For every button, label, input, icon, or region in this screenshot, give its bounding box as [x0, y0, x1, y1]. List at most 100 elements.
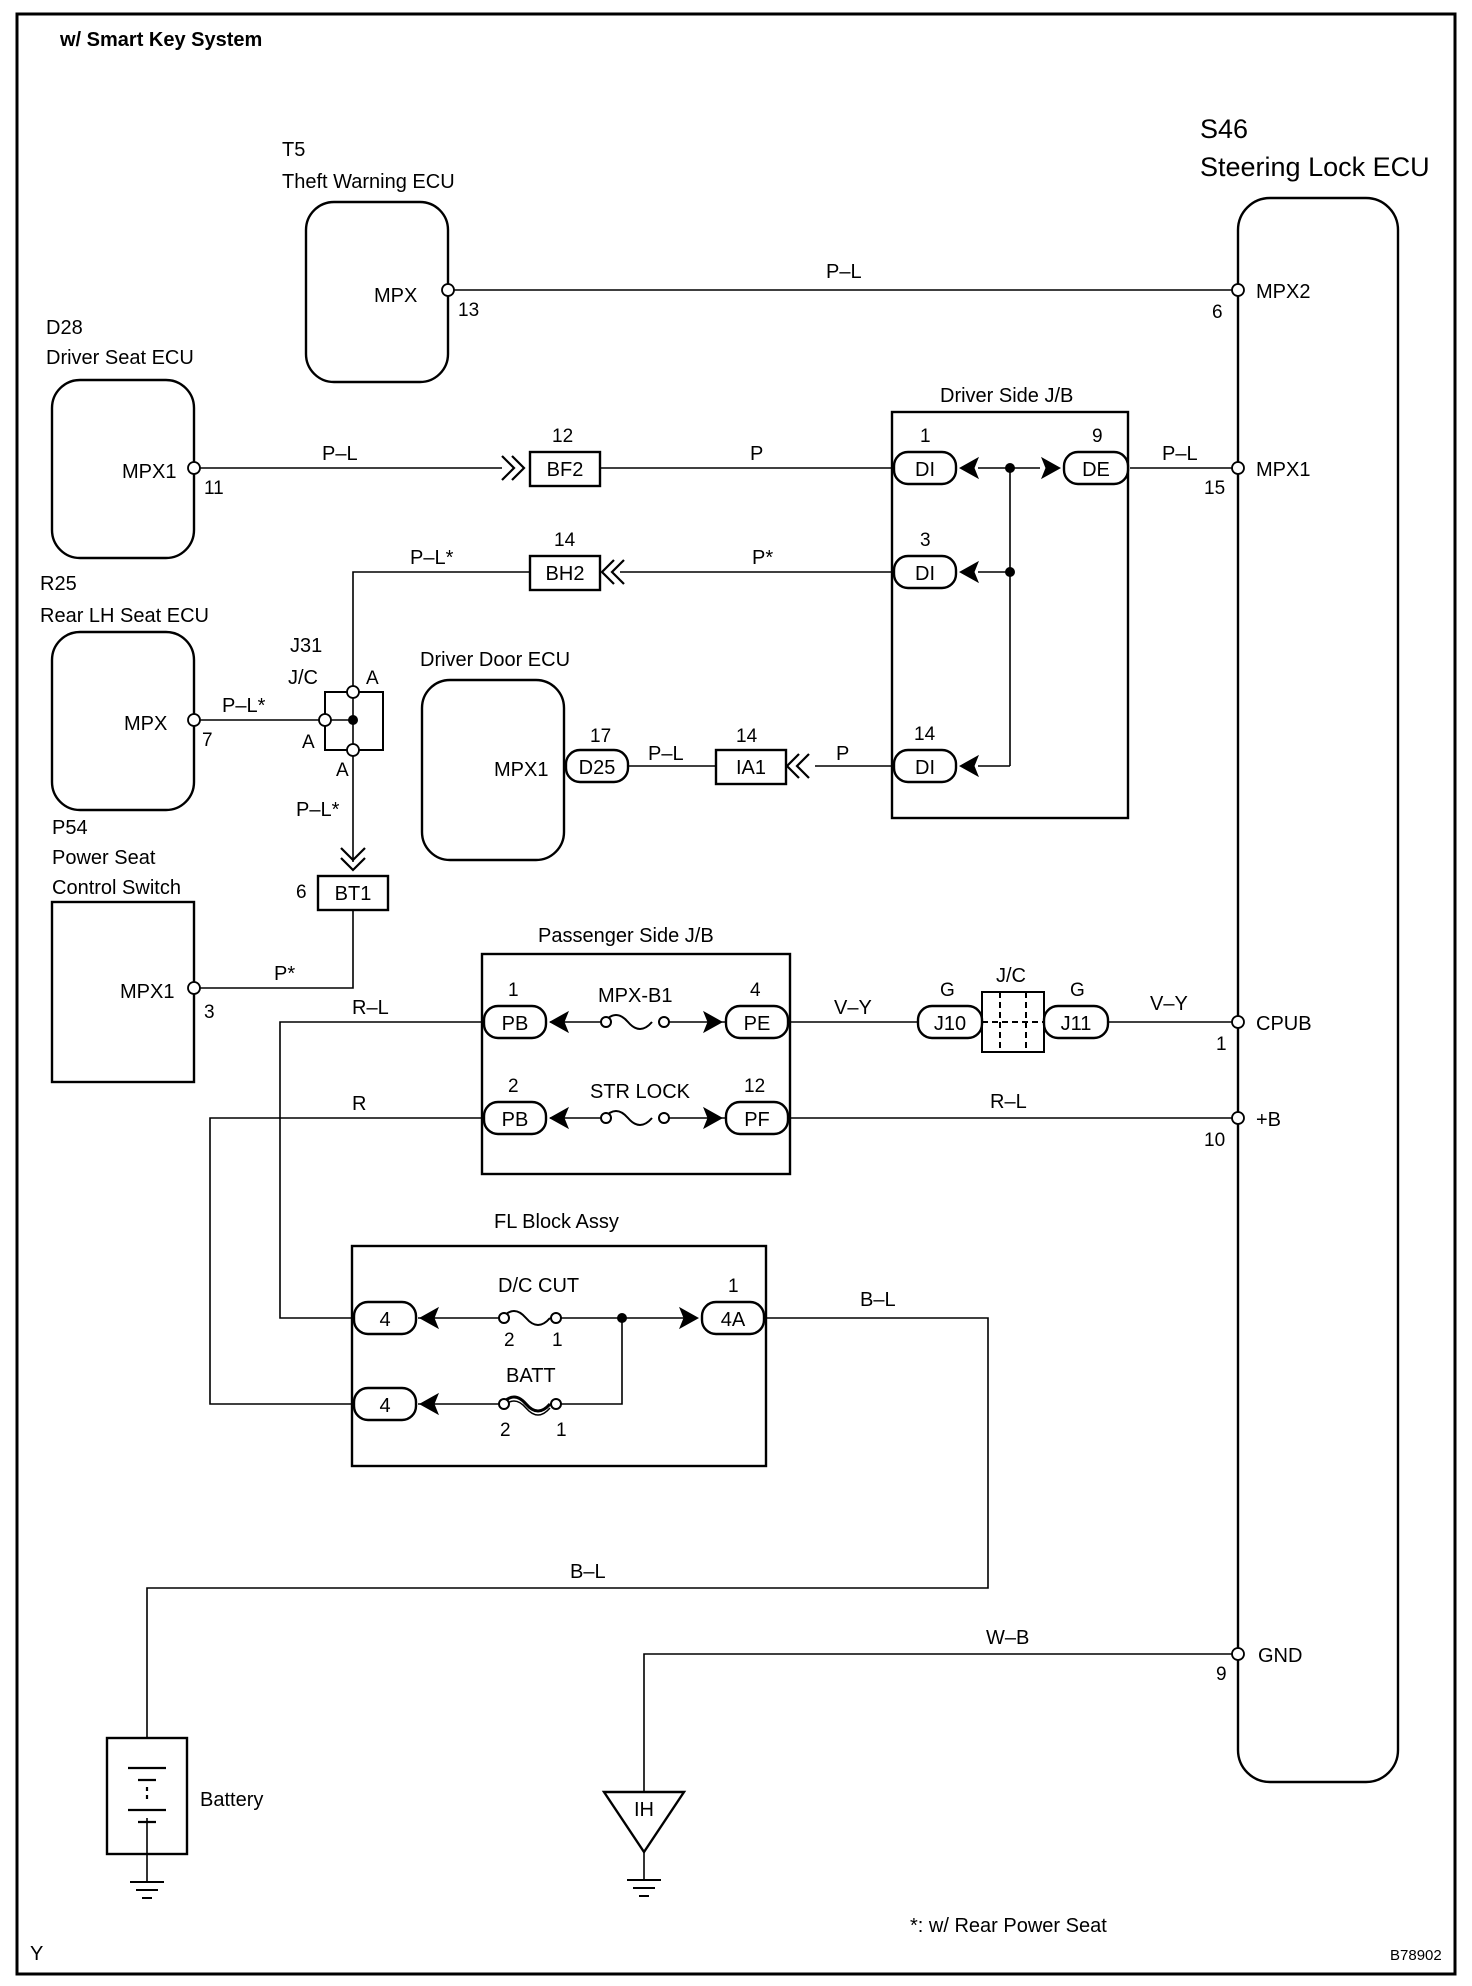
- fuse-mpx-b1: [603, 1014, 653, 1030]
- fl-block-title: FL Block Assy: [494, 1211, 619, 1233]
- s46-pin-mpx1-num: 15: [1204, 478, 1225, 499]
- ground-symbol-battery: [130, 1881, 164, 1899]
- fl-block-fuse1: D/C CUT: [498, 1275, 579, 1297]
- fl-block-conn-4-lower: 4: [379, 1395, 390, 1417]
- diagram-frame: [15, 12, 1457, 1976]
- r25-code: R25: [40, 573, 77, 595]
- wire-j31-bh2: [352, 571, 530, 690]
- wire-label-fl4a-out: B–L: [860, 1289, 896, 1311]
- passenger-jb-pb1-label: PB: [502, 1013, 529, 1035]
- p54-name-line1: Power Seat: [52, 847, 156, 869]
- s46-ecu-box: [1236, 196, 1400, 1784]
- wire-label-bh2-jb: P*: [752, 547, 773, 569]
- fuses: [498, 1014, 670, 1416]
- d28-pin-label: MPX1: [122, 461, 176, 483]
- footnote: *: w/ Rear Power Seat: [910, 1915, 1107, 1937]
- fuse-batt: [500, 1395, 552, 1413]
- j31-pin-bottom: A: [336, 760, 349, 781]
- conn-fl4-upper: [352, 1300, 418, 1336]
- conn-pb2: [482, 1100, 548, 1136]
- driver-jb-conn-di14-label: DI: [915, 757, 935, 779]
- wire-label-pe-j10: V–Y: [834, 997, 872, 1019]
- conn-bf2-pin: 12: [552, 426, 573, 447]
- wire-label-pb1-left: R–L: [352, 997, 389, 1019]
- conn-ia1-pin: 14: [736, 726, 758, 747]
- ground-ih-label: IH: [634, 1799, 654, 1821]
- door-ecu-pin-num: 17: [590, 726, 611, 747]
- j31-code: J31: [290, 635, 322, 657]
- r25-name: Rear LH Seat ECU: [40, 605, 209, 627]
- p54-name-line2: Control Switch: [52, 877, 181, 899]
- passenger-jb-title: Passenger Side J/B: [538, 925, 714, 947]
- conn-bh2-label: BH2: [546, 563, 585, 585]
- driver-door-ecu-box: [420, 678, 566, 862]
- s46-code: S46: [1200, 114, 1248, 144]
- j31-pin-left: A: [302, 732, 315, 753]
- fl-block-fuse1-pin1: 1: [552, 1330, 563, 1351]
- jc-right-left-conn: J10: [934, 1013, 966, 1035]
- passenger-jb-fuse2: STR LOCK: [590, 1081, 691, 1103]
- wire-label-t5-s46: P–L: [826, 261, 862, 283]
- t5-pin-label: MPX: [374, 285, 417, 307]
- open-chevrons: [340, 455, 810, 872]
- arrow-di3: [958, 560, 979, 584]
- passenger-jb-pb2-label: PB: [502, 1109, 529, 1131]
- passenger-jb-box: [480, 952, 792, 1176]
- passenger-jb-fuse1: MPX-B1: [598, 985, 672, 1007]
- arrow-de: [1041, 456, 1062, 480]
- arrow-pb2: [548, 1106, 569, 1130]
- conn-j10: [916, 1004, 984, 1040]
- s46-pin-mpx1-label: MPX1: [1256, 459, 1310, 481]
- driver-jb-conn-di1-pin: 1: [920, 426, 931, 447]
- driver-jb-conn-di3-label: DI: [915, 563, 935, 585]
- driver-jb-conn-de-label: DE: [1082, 459, 1110, 481]
- battery-cells: [128, 1766, 166, 1824]
- terminal-circles: [187, 283, 1245, 1661]
- conn-fl4a: [700, 1300, 766, 1336]
- conn-bt1: [316, 874, 390, 912]
- conn-pb1: [482, 1004, 548, 1040]
- ih-ground-triangle: [601, 1790, 687, 1855]
- t5-pin-num: 13: [458, 300, 479, 321]
- terminal-arrows: [418, 456, 1062, 1416]
- fuse-str-lock: [603, 1110, 653, 1126]
- s46-pin-gnd-label: GND: [1258, 1645, 1302, 1667]
- d28-pin-num: 11: [204, 478, 224, 499]
- fl-block-box: [350, 1244, 768, 1468]
- jc-right-right-conn: J11: [1061, 1013, 1092, 1035]
- passenger-jb-pe-label: PE: [744, 1013, 771, 1035]
- wire-label-j31-bt1: P–L*: [296, 799, 340, 821]
- fl-block-fuse2-pin2: 2: [500, 1420, 511, 1441]
- wire-labels: P–L P–L P P–L P–L* P* P–L* P–L P P–L* P*…: [222, 261, 1198, 1649]
- conn-di14: [892, 748, 958, 784]
- wire-label-j31-bh2: P–L*: [410, 547, 454, 569]
- conn-bt1-label: BT1: [335, 883, 372, 905]
- passenger-jb-pb2-pin: 2: [508, 1076, 519, 1097]
- arrow-pe: [703, 1010, 724, 1034]
- fl-block-fuse2: BATT: [506, 1365, 556, 1387]
- wire-gnd: [643, 1653, 1236, 1792]
- s46-pin-plusb-label: +B: [1256, 1109, 1281, 1131]
- fl-block-conn-4a: 4A: [721, 1309, 746, 1331]
- battery-label: Battery: [200, 1789, 263, 1811]
- wire-label-pb2-left: R: [352, 1093, 366, 1115]
- wire-label-r25-j31: P–L*: [222, 695, 266, 717]
- s46-pin-plusb-num: 10: [1204, 1130, 1225, 1151]
- jc-right-right-pin: G: [1070, 980, 1085, 1001]
- fl-block-fuse1-pin2: 2: [504, 1330, 515, 1351]
- s46-pin-mpx2-num: 6: [1212, 302, 1223, 323]
- conn-d25: [564, 748, 630, 784]
- corner-letter: Y: [30, 1943, 43, 1965]
- diagram-title: w/ Smart Key System: [59, 29, 262, 51]
- wire-label-j11-cpub: V–Y: [1150, 993, 1188, 1015]
- p54-code: P54: [52, 817, 88, 839]
- passenger-jb-pe-pin: 4: [750, 980, 761, 1001]
- conn-ia1: [714, 748, 788, 786]
- wire-label-bt1-p54: P*: [274, 963, 295, 985]
- r25-pin-label: MPX: [124, 713, 167, 735]
- conn-ia1-label: IA1: [736, 757, 766, 779]
- wire-label-gnd: W–B: [986, 1627, 1029, 1649]
- door-ecu-pin-label: MPX1: [494, 759, 548, 781]
- conn-pe: [724, 1004, 790, 1040]
